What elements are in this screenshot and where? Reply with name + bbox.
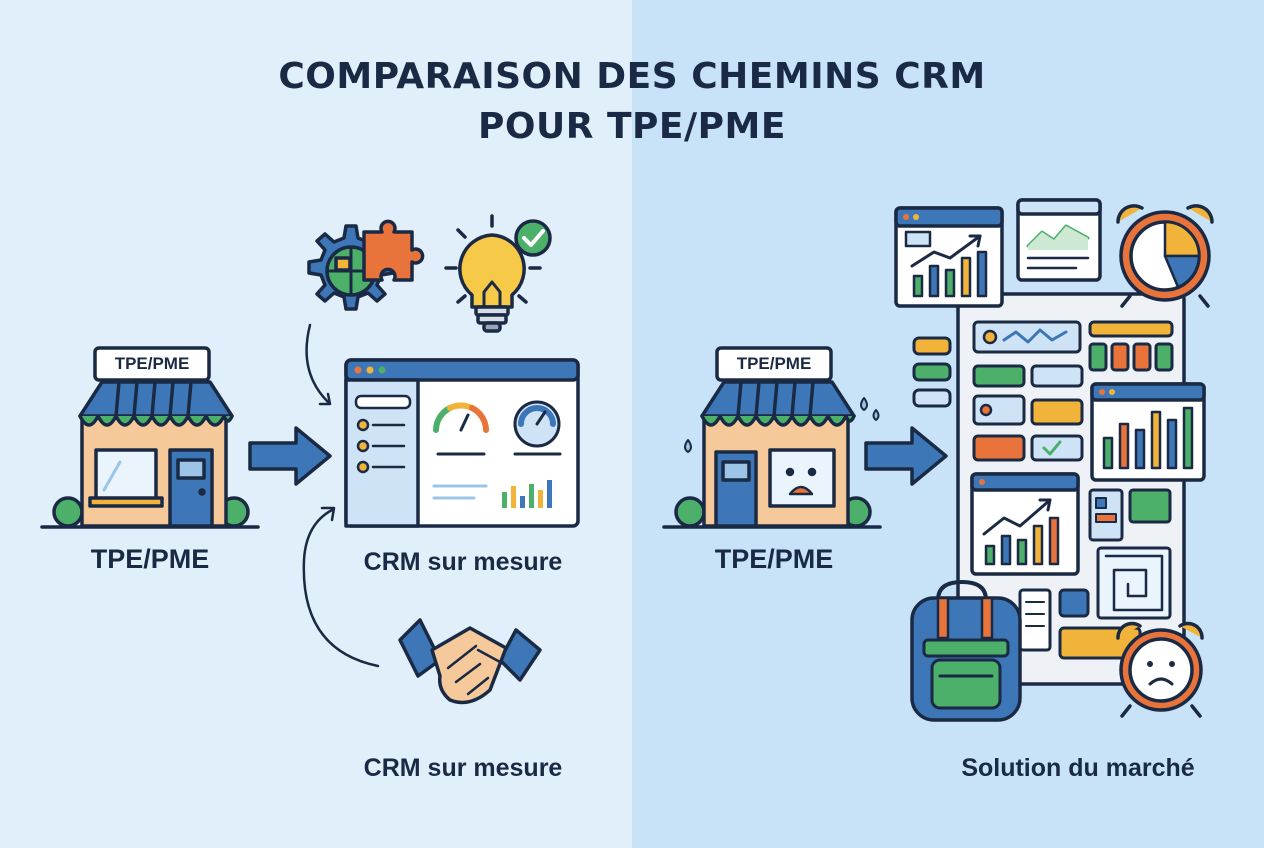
custom-crm-label: CRM sur mesure [363, 548, 563, 576]
sad-storefront-icon [662, 346, 882, 529]
alarm-clock-icon [1116, 621, 1204, 718]
chart-window-icon [1016, 198, 1102, 282]
arrow-right-icon [864, 426, 948, 486]
backpack-icon [910, 580, 1022, 722]
check-icon [514, 219, 552, 257]
chart-window-icon [894, 206, 1004, 308]
dashboard-icon [344, 358, 580, 528]
left-store-label: TPE/PME [90, 544, 210, 574]
handshake-icon [398, 618, 542, 705]
store-sign: TPE/PME [114, 354, 190, 373]
market-solution-label: Solution du marché [961, 754, 1195, 782]
alarm-clock-icon [1116, 204, 1214, 308]
storefront-icon [40, 346, 260, 529]
title-line-1: COMPARAISON DES CHEMINS CRM [278, 56, 986, 97]
store-sign: TPE/PME [736, 354, 812, 373]
custom-crm-bottom-label: CRM sur mesure [363, 754, 563, 782]
right-store-label: TPE/PME [714, 544, 834, 574]
chart-window-icon [1090, 382, 1206, 482]
title-line-2: POUR TPE/PME [478, 106, 786, 147]
lightbulb-icon [444, 214, 542, 333]
chart-window-icon [970, 472, 1080, 576]
arrow-right-icon [248, 426, 332, 486]
gear-puzzle-icon [307, 219, 425, 311]
